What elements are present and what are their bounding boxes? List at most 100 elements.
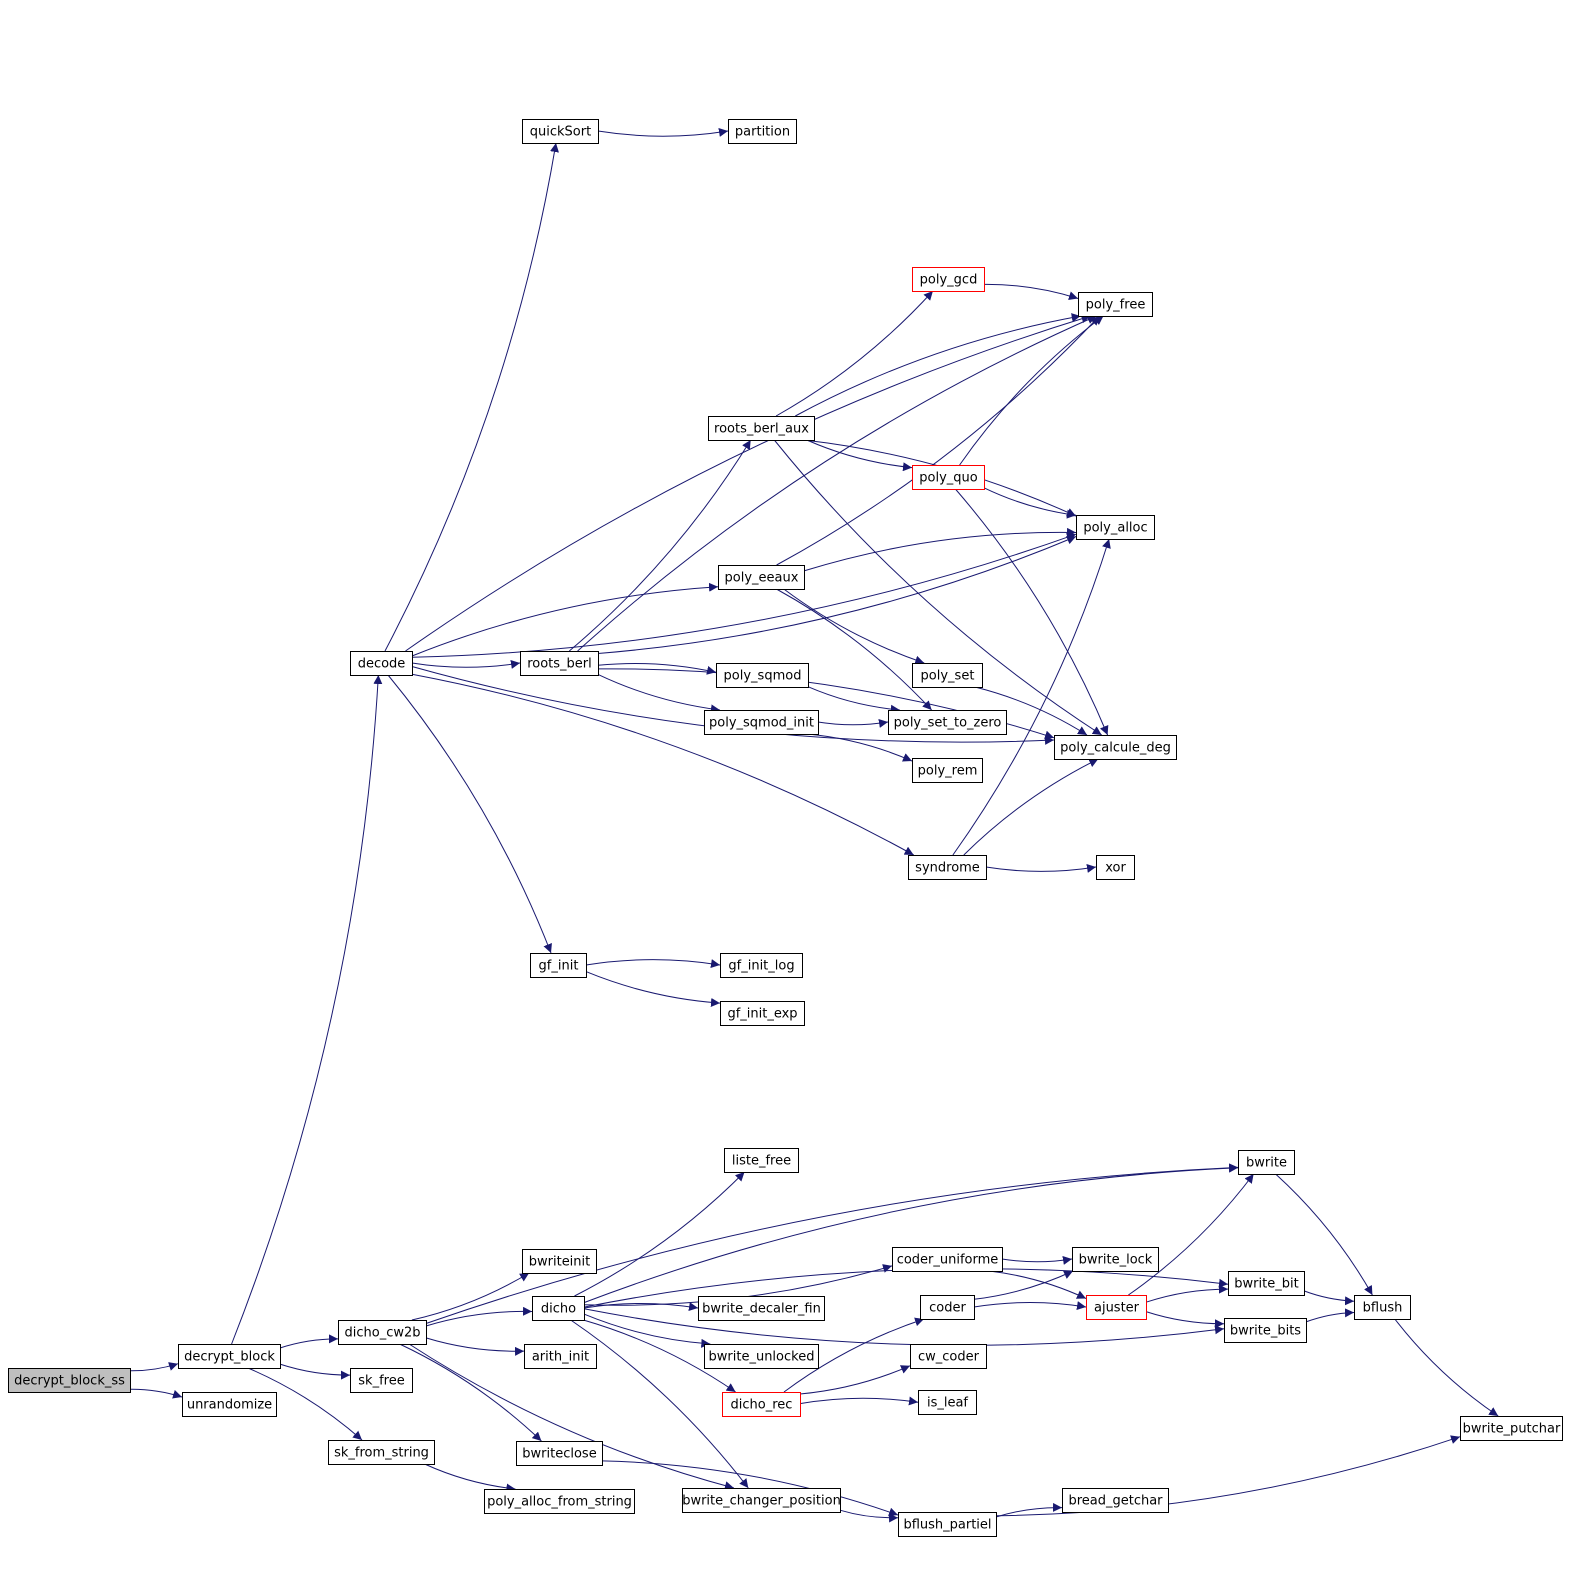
node-bwrite_putchar[interactable]: bwrite_putchar (1460, 1416, 1563, 1441)
edge-decode-to-poly_free (405, 314, 1091, 652)
edge-dicho-to-bwrite_bits (583, 1308, 1225, 1346)
node-decode[interactable]: decode (350, 651, 413, 676)
edge-dicho-to-bwrite_decaler_fin (583, 1302, 699, 1312)
node-label-coder: coder (929, 1301, 966, 1316)
node-box-bwrite_lock (1072, 1247, 1159, 1272)
node-label-gf_init_log: gf_init_log (728, 959, 794, 974)
node-label-cw_coder: cw_coder (918, 1350, 980, 1365)
node-sk_free[interactable]: sk_free (350, 1368, 413, 1393)
node-poly_set_to_zero[interactable]: poly_set_to_zero (888, 710, 1007, 735)
node-box-bread_getchar (1062, 1488, 1169, 1513)
node-poly_calcule_deg[interactable]: poly_calcule_deg (1054, 735, 1177, 760)
edge-roots_berl-to-poly_free (577, 315, 1097, 652)
edge-gf_init-to-gf_init_log (585, 959, 721, 969)
node-roots_berl[interactable]: roots_berl (520, 651, 599, 676)
node-poly_free[interactable]: poly_free (1078, 292, 1153, 317)
edge-poly_sqmod_init-to-poly_set_to_zero (817, 718, 889, 728)
node-label-poly_gcd: poly_gcd (920, 273, 978, 288)
node-gf_init[interactable]: gf_init (530, 953, 587, 978)
node-bwrite_unlocked[interactable]: bwrite_unlocked (704, 1344, 819, 1369)
node-box-bwrite_changer_position (682, 1488, 841, 1513)
node-unrandomize[interactable]: unrandomize (182, 1392, 277, 1417)
node-box-quickSort (522, 119, 599, 144)
node-bwrite_bit[interactable]: bwrite_bit (1228, 1271, 1305, 1296)
node-bwrite_bits[interactable]: bwrite_bits (1224, 1318, 1307, 1343)
node-label-bwriteinit: bwriteinit (529, 1255, 591, 1270)
node-label-liste_free: liste_free (732, 1154, 791, 1169)
node-poly_rem[interactable]: poly_rem (912, 758, 983, 783)
node-gf_init_log[interactable]: gf_init_log (720, 953, 803, 978)
node-liste_free[interactable]: liste_free (724, 1148, 799, 1173)
edge-ajuster-to-bwrite (1128, 1173, 1254, 1296)
node-label-gf_init: gf_init (539, 959, 579, 974)
node-bwrite_decaler_fin[interactable]: bwrite_decaler_fin (698, 1296, 825, 1321)
edge-decode-to-poly_alloc (411, 532, 1077, 658)
edge-coder_uniforme-to-bwrite_lock (1001, 1255, 1073, 1265)
node-decrypt_block[interactable]: decrypt_block (178, 1344, 281, 1369)
node-bwrite_changer_position[interactable]: bwrite_changer_position (682, 1488, 841, 1513)
node-box-coder (920, 1295, 975, 1320)
edge-coder_uniforme-to-ajuster (989, 1270, 1087, 1299)
node-label-bflush: bflush (1363, 1301, 1403, 1316)
edge-poly_sqmod-to-poly_set_to_zero (807, 686, 900, 714)
node-sk_from_string[interactable]: sk_from_string (328, 1440, 435, 1465)
node-poly_sqmod[interactable]: poly_sqmod (716, 663, 809, 688)
edge-decrypt_block_ss-to-decrypt_block (129, 1362, 179, 1372)
node-box-sk_free (350, 1368, 413, 1393)
node-xor[interactable]: xor (1096, 855, 1135, 880)
node-roots_berl_aux[interactable]: roots_berl_aux (708, 416, 815, 441)
node-ajuster[interactable]: ajuster (1086, 1295, 1147, 1320)
edge-sk_from_string-to-poly_alloc_from_string (424, 1463, 516, 1493)
node-label-poly_eeaux: poly_eeaux (725, 571, 799, 586)
edge-roots_berl-to-poly_sqmod_init (597, 673, 720, 714)
edge-dicho_rec-to-coder (783, 1317, 925, 1393)
node-label-bwrite: bwrite (1246, 1156, 1287, 1171)
node-label-decrypt_block_ss: decrypt_block_ss (14, 1374, 125, 1389)
node-poly_sqmod_init[interactable]: poly_sqmod_init (704, 710, 819, 735)
node-label-poly_alloc: poly_alloc (1083, 521, 1147, 536)
node-bwrite_lock[interactable]: bwrite_lock (1072, 1247, 1159, 1272)
node-box-gf_init (530, 953, 587, 978)
node-box-bflush_partiel (898, 1512, 997, 1537)
node-label-poly_free: poly_free (1086, 298, 1146, 313)
node-syndrome[interactable]: syndrome (908, 855, 987, 880)
node-bflush_partiel[interactable]: bflush_partiel (898, 1512, 997, 1537)
node-partition[interactable]: partition (728, 119, 797, 144)
node-label-poly_sqmod_init: poly_sqmod_init (709, 716, 814, 731)
node-poly_set[interactable]: poly_set (912, 663, 983, 688)
node-arith_init[interactable]: arith_init (524, 1344, 597, 1369)
node-is_leaf[interactable]: is_leaf (918, 1390, 977, 1415)
node-dicho_rec[interactable]: dicho_rec (722, 1392, 801, 1417)
node-poly_quo[interactable]: poly_quo (912, 465, 985, 490)
node-poly_eeaux[interactable]: poly_eeaux (718, 565, 805, 590)
node-coder_uniforme[interactable]: coder_uniforme (892, 1247, 1003, 1272)
node-dicho_cw2b[interactable]: dicho_cw2b (338, 1320, 427, 1345)
edge-poly_quo-to-poly_calcule_deg (955, 488, 1109, 736)
node-box-roots_berl_aux (708, 416, 815, 441)
node-label-dicho_cw2b: dicho_cw2b (344, 1326, 420, 1341)
node-bwrite[interactable]: bwrite (1238, 1150, 1295, 1175)
node-bflush[interactable]: bflush (1354, 1295, 1411, 1320)
node-quickSort[interactable]: quickSort (522, 119, 599, 144)
node-bwriteinit[interactable]: bwriteinit (522, 1249, 597, 1274)
node-poly_alloc_from_string[interactable]: poly_alloc_from_string (484, 1489, 635, 1514)
node-decrypt_block_ss[interactable]: decrypt_block_ss (8, 1368, 131, 1393)
node-label-dicho_rec: dicho_rec (731, 1398, 793, 1413)
node-box-bwrite (1238, 1150, 1295, 1175)
node-bread_getchar[interactable]: bread_getchar (1062, 1488, 1169, 1513)
edge-bflush_partiel-to-bwrite_putchar (995, 1435, 1461, 1517)
node-dicho[interactable]: dicho (532, 1296, 585, 1321)
node-gf_init_exp[interactable]: gf_init_exp (720, 1001, 805, 1026)
edge-poly_quo-to-poly_alloc (983, 487, 1077, 519)
node-cw_coder[interactable]: cw_coder (910, 1344, 987, 1369)
edge-dicho_cw2b-to-bwriteclose (399, 1343, 542, 1442)
node-label-poly_calcule_deg: poly_calcule_deg (1060, 741, 1171, 756)
node-poly_gcd[interactable]: poly_gcd (912, 267, 985, 292)
edge-bwriteclose-to-bflush_partiel (601, 1460, 899, 1517)
node-box-unrandomize (182, 1392, 277, 1417)
node-bwriteclose[interactable]: bwriteclose (516, 1441, 603, 1466)
node-box-poly_set_to_zero (888, 710, 1007, 735)
node-coder[interactable]: coder (920, 1295, 975, 1320)
node-poly_alloc[interactable]: poly_alloc (1076, 515, 1155, 540)
edge-syndrome-to-poly_calcule_deg (963, 758, 1099, 856)
